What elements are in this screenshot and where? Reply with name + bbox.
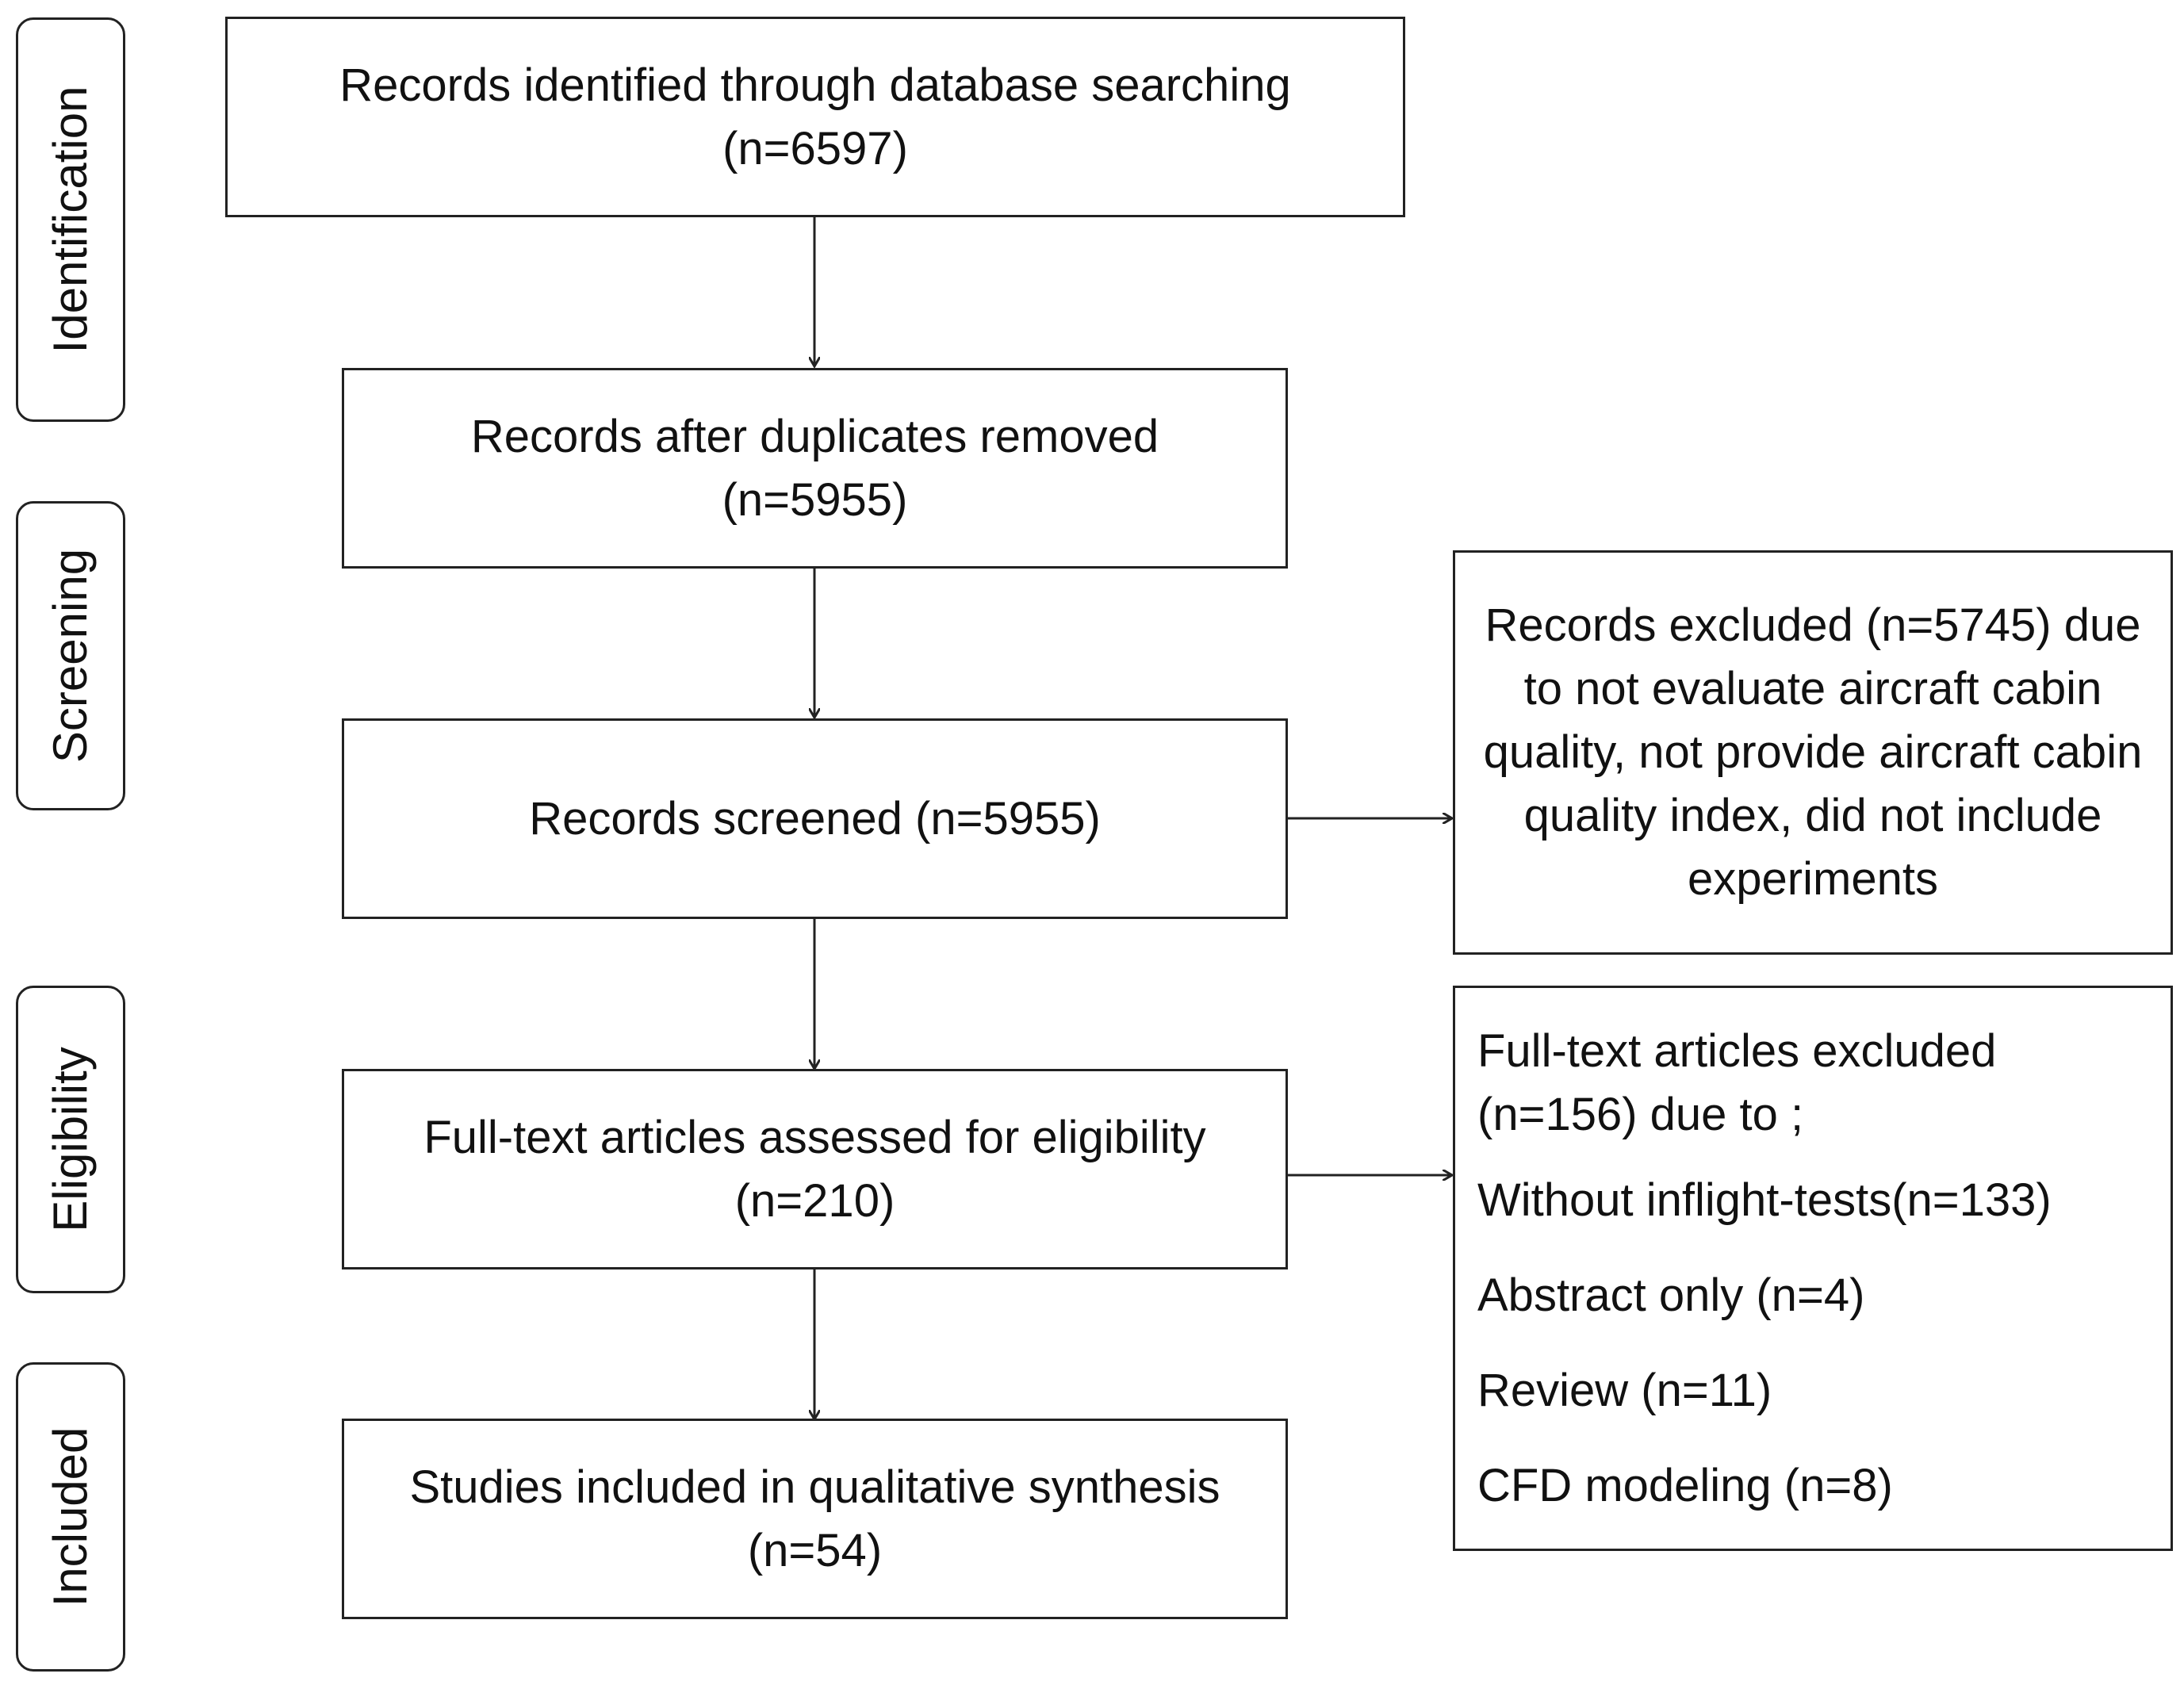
exclusion-reason-cfd: CFD modeling (n=8) [1477, 1460, 1893, 1511]
records-identified-text: Records identified through database sear… [339, 59, 1291, 111]
studies-included-count: (n=54) [747, 1524, 883, 1576]
full-text-excluded-heading-1: Full-text articles excluded [1477, 1025, 1997, 1077]
stage-identification: Identification [16, 17, 125, 422]
box-records-screened: Records screened (n=5955) [342, 718, 1288, 919]
stage-screening: Screening [16, 501, 125, 810]
stage-screening-label: Screening [44, 548, 97, 764]
exclusion-reason-review: Review (n=11) [1477, 1365, 1772, 1416]
box-records-excluded: Records excluded (n=5745) due to not eva… [1453, 550, 2173, 955]
records-excluded-text: Records excluded (n=5745) due to not eva… [1483, 599, 2143, 905]
records-deduplicated-count: (n=5955) [722, 473, 908, 526]
stage-included: Included [16, 1362, 125, 1672]
box-studies-included: Studies included in qualitative synthesi… [342, 1419, 1288, 1619]
full-text-assessed-count: (n=210) [734, 1174, 895, 1227]
box-full-text-excluded: Full-text articles excluded (n=156) due … [1453, 986, 2173, 1551]
exclusion-reason-inflight: Without inflight-tests(n=133) [1477, 1174, 2052, 1226]
records-deduplicated-text: Records after duplicates removed [470, 410, 1159, 462]
box-records-identified: Records identified through database sear… [225, 17, 1405, 217]
box-full-text-assessed: Full-text articles assessed for eligibil… [342, 1069, 1288, 1269]
stage-eligibility-label: Eligibility [44, 1047, 97, 1232]
stage-identification-label: Identification [44, 86, 97, 354]
box-records-deduplicated: Records after duplicates removed (n=5955… [342, 368, 1288, 569]
studies-included-text: Studies included in qualitative synthesi… [409, 1461, 1220, 1513]
full-text-assessed-text: Full-text articles assessed for eligibil… [423, 1111, 1206, 1163]
exclusion-reason-abstract: Abstract only (n=4) [1477, 1269, 1865, 1321]
records-screened-text: Records screened (n=5955) [529, 792, 1101, 844]
stage-eligibility: Eligibility [16, 986, 125, 1293]
full-text-excluded-heading-2: (n=156) due to ; [1477, 1089, 1804, 1140]
records-identified-count: (n=6597) [722, 122, 908, 174]
stage-included-label: Included [44, 1427, 97, 1607]
